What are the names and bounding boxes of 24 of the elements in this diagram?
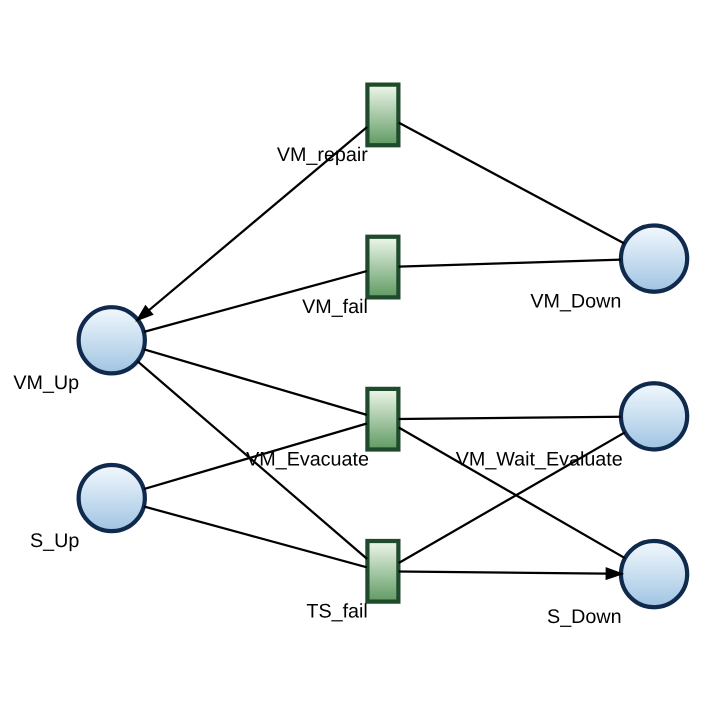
node-circle [76, 462, 147, 534]
connector [144, 348, 368, 416]
node-box [365, 386, 400, 452]
node-label: TS_fail [306, 600, 368, 622]
node-circle [618, 381, 690, 452]
node-label: VM_Down [530, 290, 622, 312]
node-label: S_Up [30, 530, 80, 552]
connector [398, 258, 621, 268]
connector [398, 416, 621, 420]
node-box [365, 234, 400, 300]
node-label: VM_fail [302, 296, 368, 318]
connector [144, 505, 368, 568]
connector [136, 360, 368, 560]
arrow [135, 126, 368, 322]
node-circle [76, 305, 147, 376]
node-label: VM_Up [13, 372, 80, 394]
node-box [365, 538, 400, 604]
node-circle [618, 538, 690, 610]
node-label: S_Down [547, 606, 622, 628]
node-box [365, 82, 400, 148]
connector [398, 122, 625, 244]
node-circle [618, 223, 690, 294]
connector [144, 270, 368, 333]
arrow [398, 567, 624, 580]
